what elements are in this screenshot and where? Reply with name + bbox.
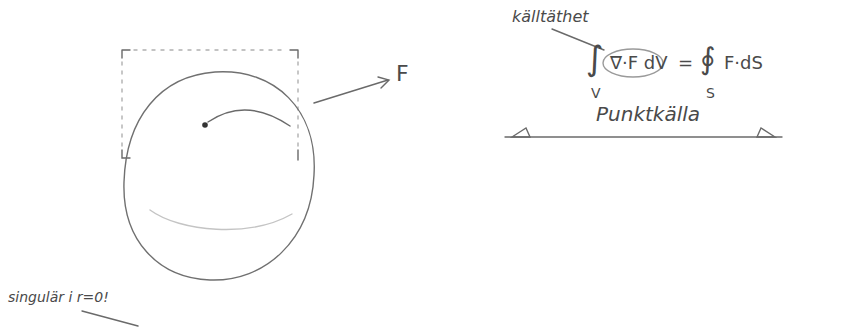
formula-equals: = xyxy=(678,53,693,73)
sphere-shade xyxy=(150,210,292,229)
dashed-box-edges xyxy=(122,50,298,146)
integral-sign: ∫ xyxy=(586,40,604,77)
integral-subscript: S xyxy=(706,86,715,101)
integral-sign: ∮ xyxy=(700,42,716,75)
field-arrowhead xyxy=(378,77,389,88)
double-arrowheads xyxy=(512,128,775,137)
point-source-dot xyxy=(202,122,208,128)
double-arrow-line xyxy=(505,136,782,137)
flux-curve xyxy=(208,110,290,126)
formula-term: ∇·F dV xyxy=(610,53,668,73)
note-label: Punktkälla xyxy=(596,103,700,125)
formula-term: F·dS xyxy=(724,53,763,73)
integral-subscript: V xyxy=(591,86,601,101)
sphere xyxy=(124,72,314,280)
leader-line xyxy=(82,311,138,326)
note-label: källtäthet xyxy=(512,8,589,26)
field-label: F xyxy=(396,62,409,86)
field-arrow xyxy=(314,80,388,103)
note-label: singulär i r=0! xyxy=(8,290,109,305)
